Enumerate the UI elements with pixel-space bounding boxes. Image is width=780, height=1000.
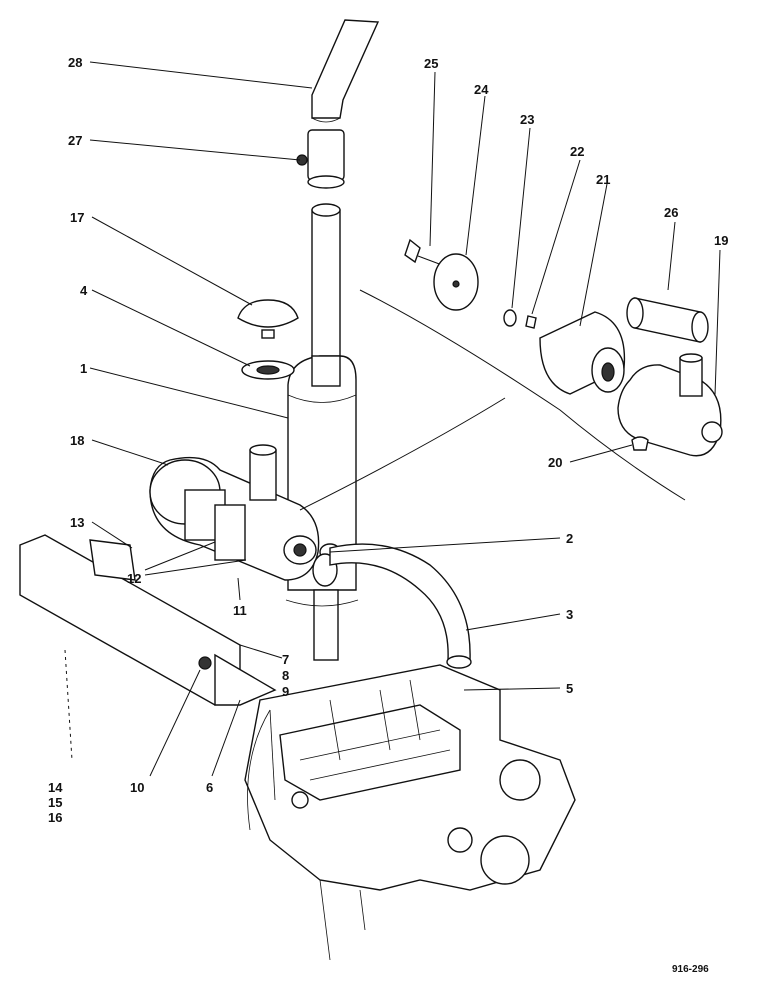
label-19: 19 [714, 233, 728, 248]
filter-element [539, 311, 626, 395]
dust-valve [631, 436, 649, 451]
seal-ring [241, 360, 295, 380]
leader-lines [64, 61, 721, 777]
mounting-bracket [19, 534, 277, 706]
label-12: 12 [127, 571, 141, 586]
washer [503, 309, 517, 327]
air-cleaner-assembly [149, 444, 320, 581]
label-15: 15 [48, 795, 62, 810]
label-25: 25 [424, 56, 438, 71]
label-5: 5 [566, 681, 573, 696]
intake-hose [329, 543, 472, 669]
label-9: 9 [282, 684, 289, 699]
label-20: 20 [548, 455, 562, 470]
label-13: 13 [70, 515, 84, 530]
drawing-reference: 916-296 [672, 964, 709, 975]
label-17: 17 [70, 210, 84, 225]
label-26: 26 [664, 205, 678, 220]
exhaust-pipe [311, 203, 341, 381]
label-23: 23 [520, 112, 534, 127]
cover-plate [433, 253, 479, 311]
tail-pipe [311, 19, 380, 123]
label-1: 1 [80, 361, 87, 376]
engine-block [244, 664, 576, 961]
safety-element [626, 297, 709, 343]
pipe-clamp [296, 129, 345, 189]
label-24: 24 [474, 82, 489, 97]
label-6: 6 [206, 780, 213, 795]
label-27: 27 [68, 133, 82, 148]
label-18: 18 [70, 433, 84, 448]
label-8: 8 [282, 668, 289, 683]
label-22: 22 [570, 144, 584, 159]
label-4: 4 [80, 283, 88, 298]
part-labels: 28 27 17 4 1 18 13 12 11 10 6 7 8 9 14 1… [48, 55, 728, 825]
cap [237, 299, 299, 339]
cleaner-body [617, 353, 723, 457]
wing-nut [525, 315, 537, 329]
label-11: 11 [233, 603, 247, 618]
label-28: 28 [68, 55, 82, 70]
label-2: 2 [566, 531, 573, 546]
label-10: 10 [130, 780, 144, 795]
label-14: 14 [48, 780, 63, 795]
label-7: 7 [282, 652, 289, 667]
label-16: 16 [48, 810, 62, 825]
explode-bracket-line [299, 289, 686, 511]
label-21: 21 [596, 172, 610, 187]
label-3: 3 [566, 607, 573, 622]
